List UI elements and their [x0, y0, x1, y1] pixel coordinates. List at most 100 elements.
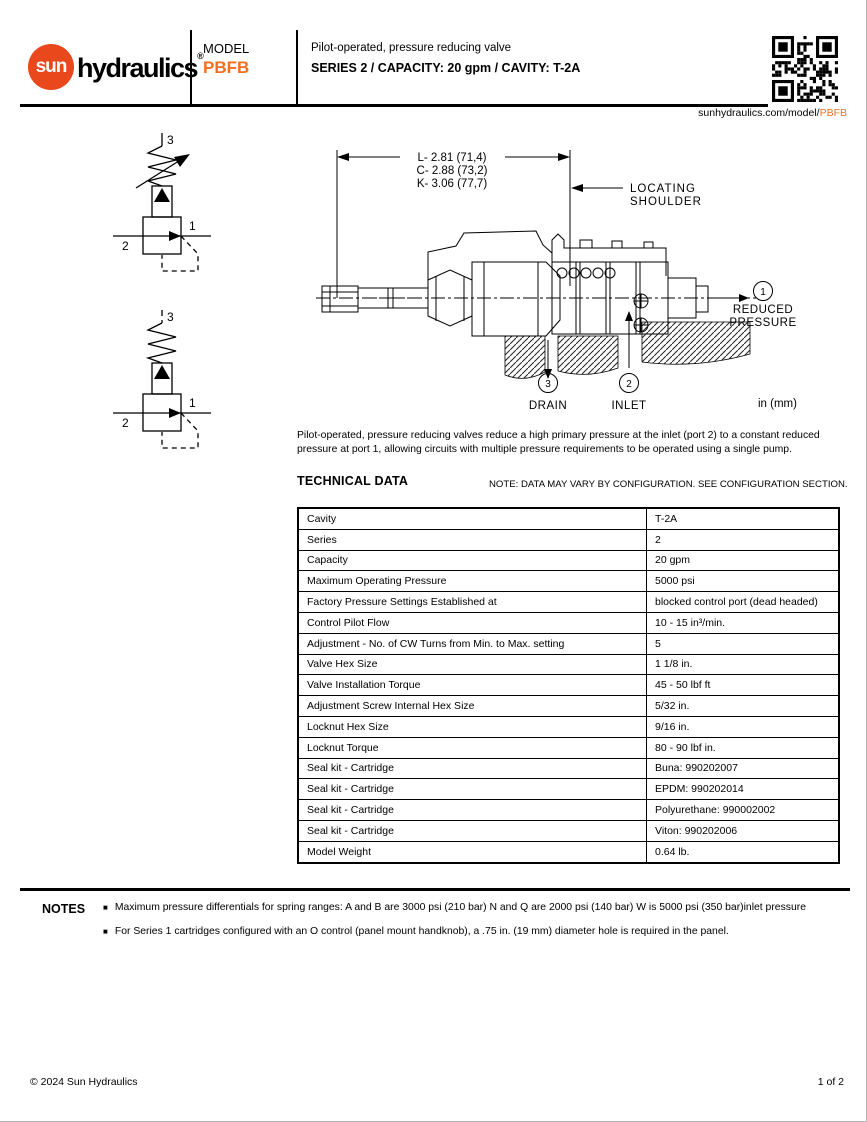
symbol-port2-label: 2 [122, 239, 129, 253]
header-divider-2 [296, 30, 298, 105]
notes-rule [20, 888, 850, 891]
registered-mark: ® [197, 50, 204, 61]
symbol-port2-label: 2 [122, 416, 129, 430]
row-label: Adjustment Screw Internal Hex Size [297, 695, 647, 717]
note-text: Maximum pressure differentials for sprin… [114, 902, 806, 913]
table-row: Factory Pressure Settings Established at… [297, 591, 840, 613]
dimension-k: K- 3.06 (77,7) [417, 178, 487, 190]
row-label: Valve Hex Size [297, 653, 647, 676]
page-number: 1 of 2 [817, 1076, 844, 1088]
logo-sun-text: sun [35, 56, 68, 77]
table-row: Adjustment - No. of CW Turns from Min. t… [297, 632, 840, 655]
page-subtitle: SERIES 2 / CAPACITY: 20 gpm / CAVITY: T-… [311, 61, 581, 75]
model-label: MODEL [203, 41, 250, 56]
row-value: Buna: 990202007 [646, 757, 840, 780]
url-model: PBFB [819, 107, 847, 119]
port2-number: 2 [626, 379, 632, 390]
symbol-port1-label: 1 [189, 396, 196, 410]
row-value: 5 [646, 632, 840, 655]
row-label: Locknut Torque [297, 736, 647, 759]
dim-text-backing [400, 148, 505, 162]
hydraulic-symbol-adjustable: 3 2 1 [110, 131, 215, 284]
port3-label: DRAIN [529, 400, 567, 412]
row-label: Factory Pressure Settings Established at [297, 591, 647, 613]
port1-number: 1 [760, 287, 766, 298]
model-url-link[interactable]: sunhydraulics.com/model/PBFB [698, 107, 847, 119]
row-label: Seal kit - Cartridge [297, 757, 647, 780]
row-label: Model Weight [297, 840, 647, 864]
row-value: 20 gpm [646, 549, 840, 572]
description-paragraph: Pilot-operated, pressure reducing valves… [297, 430, 820, 455]
row-value: EPDM: 990202014 [646, 778, 840, 801]
port2-label: INLET [611, 400, 646, 412]
row-label: Seal kit - Cartridge [297, 799, 647, 821]
row-label: Locknut Hex Size [297, 715, 647, 738]
qr-code [772, 36, 838, 102]
row-label: Seal kit - Cartridge [297, 778, 647, 801]
logo-hydraulics-text: hydraulics® [77, 51, 204, 84]
sun-hydraulics-logo: sun hydraulics® [28, 44, 204, 90]
notes-heading: NOTES [42, 902, 86, 916]
bullet-icon: ■ [103, 903, 108, 912]
row-value: 5000 psi [646, 570, 840, 593]
row-value: 5/32 in. [646, 695, 840, 717]
port3-number: 3 [545, 379, 551, 390]
sun-logo-circle: sun [28, 44, 74, 90]
page-title: Pilot-operated, pressure reducing valve [311, 42, 512, 54]
technical-data-note: NOTE: DATA MAY VARY BY CONFIGURATION. SE… [489, 479, 848, 490]
hydraulic-symbol-fixed: 3 2 1 [110, 308, 215, 461]
dimension-l: L- 2.81 (71,4) [417, 152, 486, 164]
note-text: For Series 1 cartridges configured with … [114, 926, 729, 937]
row-value: Polyurethane: 990002002 [646, 799, 840, 821]
row-value: 0.64 lb. [646, 840, 840, 864]
row-value: blocked control port (dead headed) [646, 591, 840, 613]
row-label: Adjustment - No. of CW Turns from Min. t… [297, 632, 647, 655]
note-item: ■ For Series 1 cartridges configured with… [103, 925, 851, 938]
symbol-port3-label: 3 [167, 133, 174, 147]
row-label: Seal kit - Cartridge [297, 819, 647, 842]
port1-label-line1: REDUCED [733, 304, 793, 316]
row-value: 9/16 in. [646, 715, 840, 738]
row-value: 80 - 90 lbf in. [646, 736, 840, 759]
units-note: in (mm) [758, 398, 797, 410]
row-value: 45 - 50 lbf ft [646, 674, 840, 697]
locating-shoulder-label-1: LOCATING [630, 183, 696, 195]
header-rule [20, 104, 768, 107]
row-value: 2 [646, 528, 840, 551]
port1-label-line2: PRESSURE [729, 317, 796, 329]
symbol-port1-label: 1 [189, 219, 196, 233]
header-divider-1 [190, 30, 192, 105]
cartridge-cross-section-drawing: L- 2.81 (71,4) C- 2.88 (73,2) K- 3.06 (7… [316, 148, 797, 412]
row-value: 10 - 15 in³/min. [646, 611, 840, 634]
bullet-icon: ■ [103, 927, 108, 936]
row-label: Cavity [297, 507, 647, 530]
model-value: PBFB [203, 58, 250, 77]
row-label: Maximum Operating Pressure [297, 570, 647, 593]
url-prefix: sunhydraulics.com/model/ [698, 107, 820, 119]
row-label: Control Pilot Flow [297, 611, 647, 634]
symbol-port3-label: 3 [167, 310, 174, 324]
row-label: Capacity [297, 549, 647, 572]
logo-word-text: hydraulics [77, 52, 199, 83]
row-value: 1 1/8 in. [646, 653, 840, 676]
row-value: T-2A [646, 507, 840, 530]
notes-list: ■ Maximum pressure differentials for spri… [103, 901, 851, 949]
dimension-c: C- 2.88 (73,2) [417, 165, 488, 177]
